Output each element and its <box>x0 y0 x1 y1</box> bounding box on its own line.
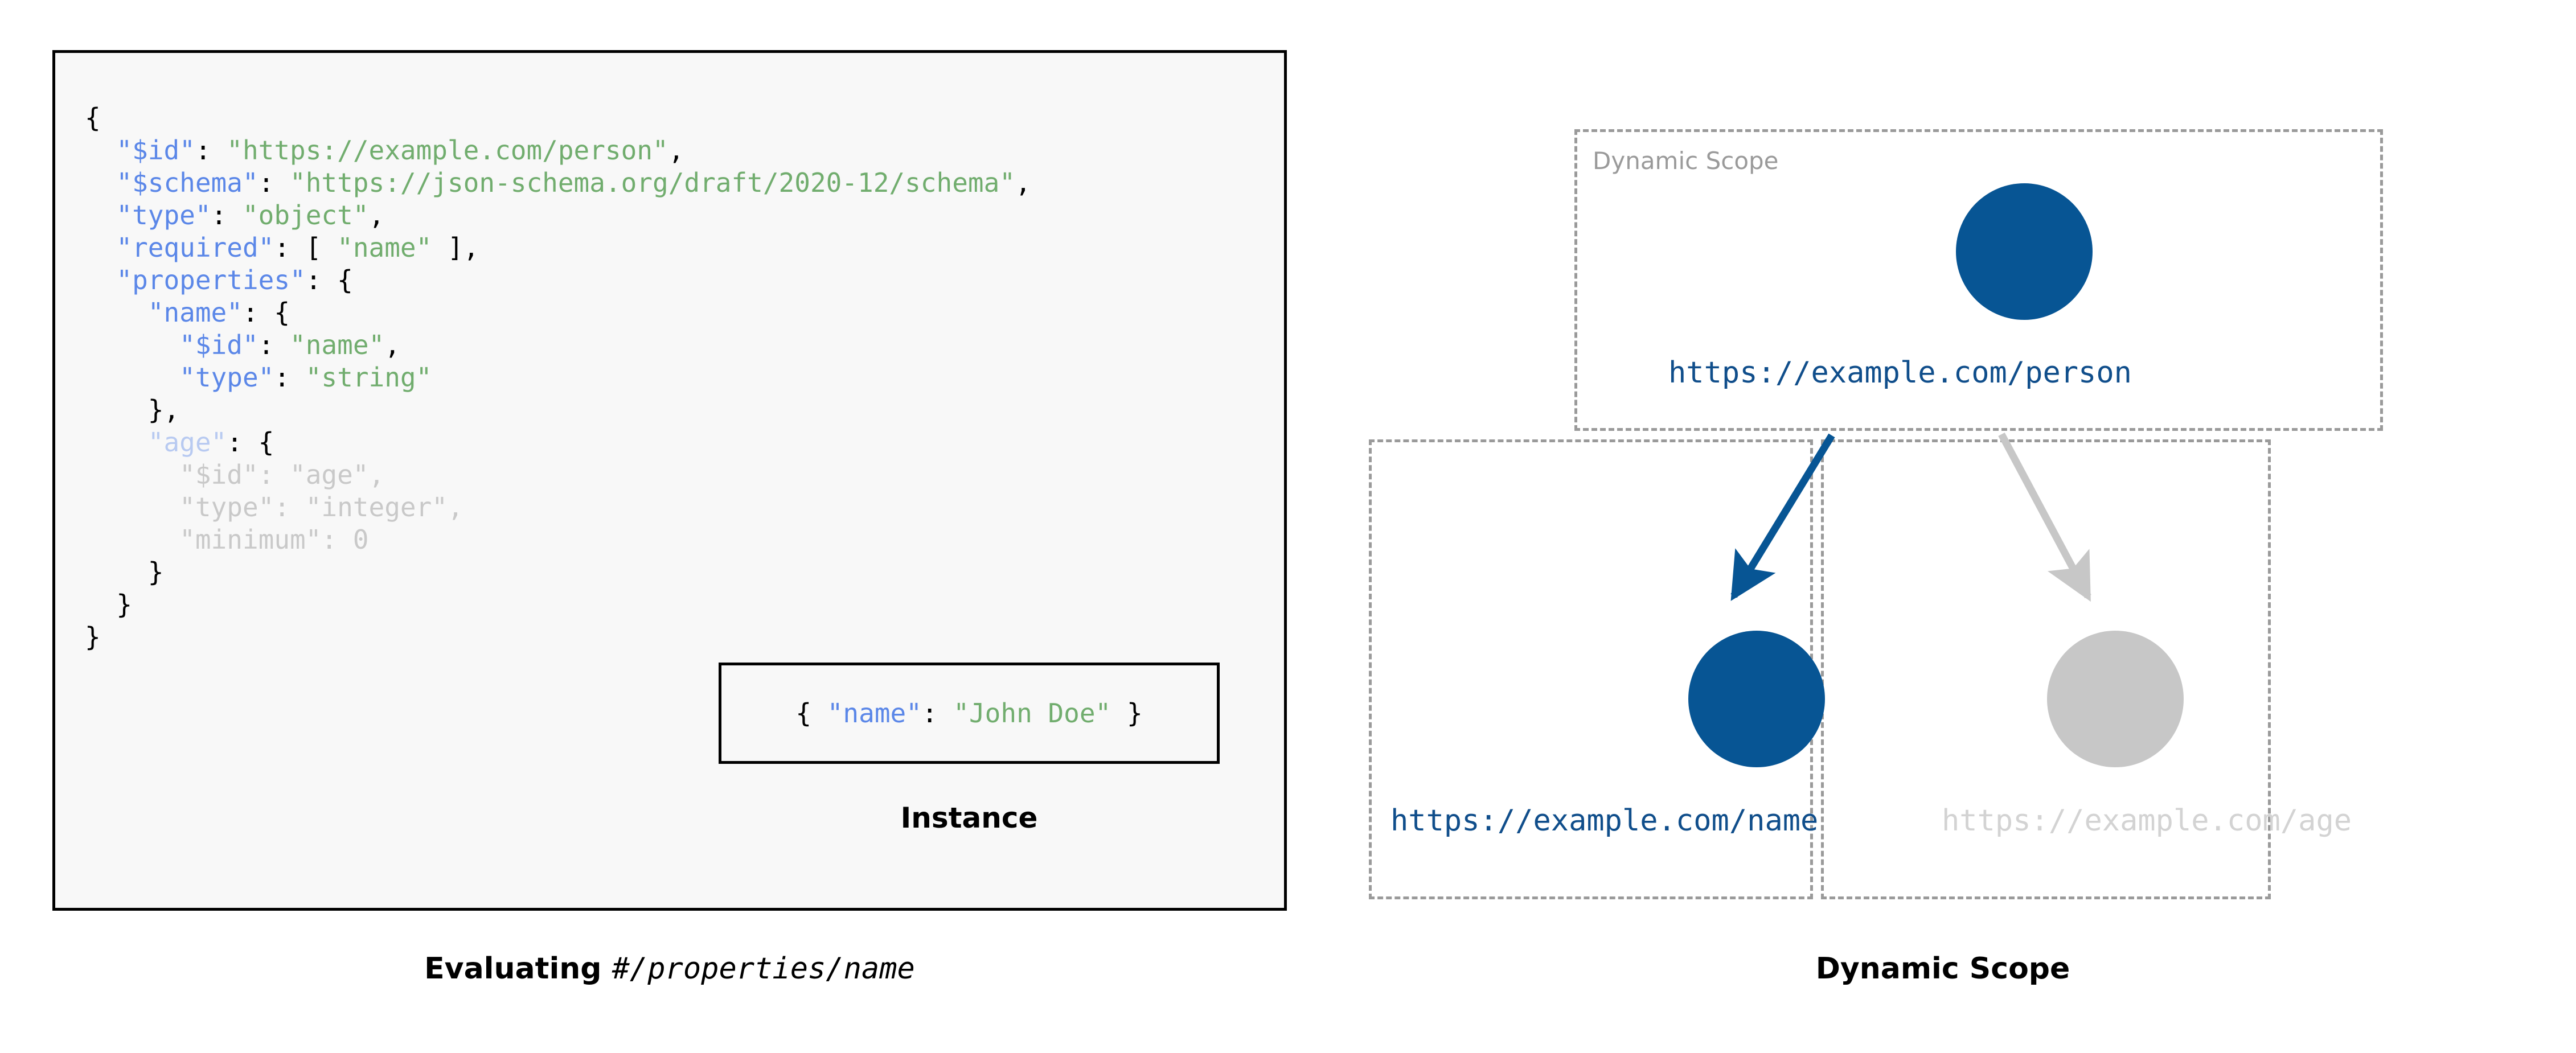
code-token: : <box>274 362 306 393</box>
node-circle-name <box>1688 631 1825 767</box>
code-token: "object" <box>242 200 369 231</box>
instance-token: "John Doe" <box>953 698 1111 729</box>
code-token: "$id" <box>179 330 259 360</box>
code-line: "required": [ "name" ], <box>85 232 1031 264</box>
instance-token: "name" <box>827 698 922 729</box>
code-token <box>85 265 116 295</box>
instance-box: { "name": "John Doe" } <box>719 663 1220 764</box>
left-caption: Evaluating #/properties/name <box>52 952 1287 986</box>
code-line: "minimum": 0 <box>85 524 1031 556</box>
code-line: "type": "string" <box>85 361 1031 394</box>
code-line: "type": "integer", <box>85 491 1031 524</box>
code-token: : { <box>242 297 290 328</box>
edge-person-to-age <box>1998 432 2091 602</box>
scope-box-label: Dynamic Scope <box>1593 147 1779 175</box>
code-token <box>85 427 148 458</box>
code-token: ], <box>432 232 479 263</box>
code-token: "string" <box>305 362 432 393</box>
code-line: "$schema": "https://json-schema.org/draf… <box>85 167 1031 199</box>
code-token: "name" <box>290 330 385 360</box>
left-caption-pointer: #/properties/name <box>612 952 915 986</box>
code-line: "type": "object", <box>85 199 1031 232</box>
code-token <box>85 135 116 166</box>
code-token: "type" <box>116 200 211 231</box>
code-token: "age" <box>147 427 227 458</box>
code-token: "type": "integer", <box>85 492 463 523</box>
code-line: "$id": "https://example.com/person", <box>85 134 1031 167</box>
code-token: }, <box>85 394 180 425</box>
code-token: "name" <box>147 297 243 328</box>
left-caption-bold: Evaluating <box>424 952 612 986</box>
scope-box-age <box>1821 439 2271 899</box>
code-line: }, <box>85 394 1031 426</box>
schema-code-panel: { "$id": "https://example.com/person", "… <box>52 50 1287 911</box>
code-line: "properties": { <box>85 264 1031 297</box>
dynamic-scope-diagram: Dynamic Scope https://example.com/person… <box>1310 0 2576 1053</box>
code-token: "name" <box>337 232 432 263</box>
code-token <box>85 330 179 360</box>
scope-box-person <box>1574 129 2383 431</box>
node-circle-person <box>1956 183 2093 320</box>
code-token: : <box>195 135 227 166</box>
instance-token: } <box>1111 698 1143 729</box>
code-line: } <box>85 556 1031 589</box>
edge-person-to-name <box>1730 433 1835 601</box>
code-token: , <box>668 135 684 166</box>
instance-code: { "name": "John Doe" } <box>795 698 1142 729</box>
code-line: } <box>85 589 1031 621</box>
code-line: "$id": "age", <box>85 459 1031 491</box>
code-token: : <box>258 330 290 360</box>
code-token: "https://example.com/person" <box>227 135 668 166</box>
code-token: , <box>1015 167 1031 198</box>
code-token: { <box>85 102 101 133</box>
code-token: , <box>368 200 385 231</box>
node-label-age: https://example.com/age <box>1942 804 2352 838</box>
code-line: { <box>85 102 1031 134</box>
code-token <box>85 297 148 328</box>
code-line: "age": { <box>85 426 1031 459</box>
code-token: "type" <box>179 362 274 393</box>
code-token <box>85 167 116 198</box>
code-token: "$id" <box>116 135 195 166</box>
code-token: "minimum": 0 <box>85 524 369 555</box>
code-token: : <box>211 200 243 231</box>
code-token: "$schema" <box>116 167 259 198</box>
code-token <box>85 200 116 231</box>
schema-code-listing: { "$id": "https://example.com/person", "… <box>85 102 1031 653</box>
instance-token: { <box>795 698 827 729</box>
code-token <box>85 232 116 263</box>
node-circle-age <box>2047 631 2184 767</box>
code-token: "properties" <box>116 265 306 295</box>
node-label-name: https://example.com/name <box>1390 804 1819 838</box>
instance-token: : <box>921 698 954 729</box>
code-line: } <box>85 621 1031 653</box>
code-token: } <box>85 622 101 652</box>
code-token: , <box>384 330 400 360</box>
diagram-caption: Dynamic Scope <box>1815 952 2070 986</box>
code-token: : [ <box>274 232 338 263</box>
code-token: "required" <box>116 232 274 263</box>
instance-caption: Instance <box>900 801 1038 834</box>
code-line: "$id": "name", <box>85 329 1031 361</box>
code-token: : { <box>305 265 353 295</box>
code-token: : <box>258 167 290 198</box>
code-token: "$id": "age", <box>85 459 385 490</box>
code-token: } <box>85 589 133 620</box>
code-token: : { <box>227 427 274 458</box>
code-token: } <box>85 557 164 587</box>
code-token: "https://json-schema.org/draft/2020-12/s… <box>290 167 1015 198</box>
code-line: "name": { <box>85 297 1031 329</box>
code-token <box>85 362 179 393</box>
edge-arrows-layer <box>1730 432 2091 602</box>
node-label-person: https://example.com/person <box>1668 356 2132 390</box>
